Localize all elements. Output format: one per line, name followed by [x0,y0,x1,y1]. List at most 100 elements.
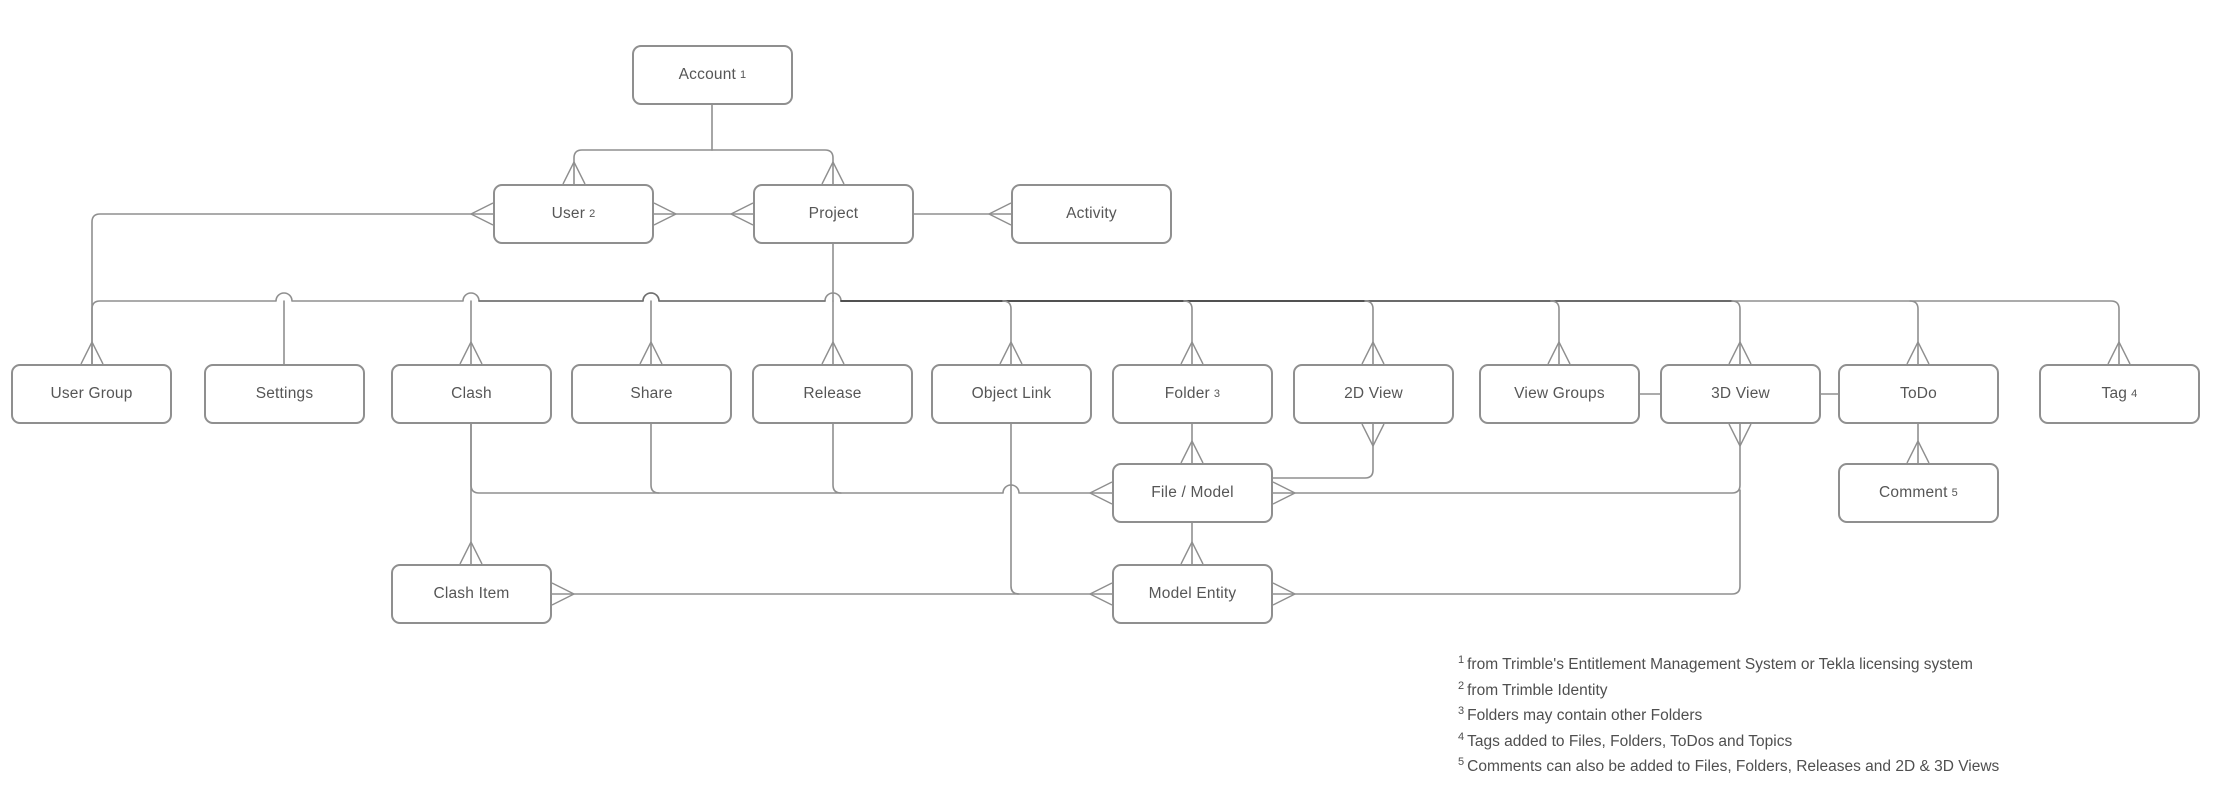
edge-project-todo [1909,300,1919,365]
crowfoot-icon [1728,341,1752,365]
footnote-marker: 5 [1458,756,1465,769]
edge-project-objectlink [1002,300,1012,365]
node-3d-view[interactable]: 3D View [1660,364,1821,424]
node-label: Activity [1066,205,1117,222]
node-label: Clash [451,385,492,402]
edge-filemodel-3dview [1272,423,1741,494]
node-clash[interactable]: Clash [391,364,552,424]
node-2d-view[interactable]: 2D View [1293,364,1454,424]
crowfoot-icon [821,161,845,185]
edge-objectlink-modelentity [1010,423,1020,595]
crowfoot-icon [1180,440,1204,464]
node-label: Model Entity [1148,585,1237,602]
node-label: Clash Item [433,585,510,602]
node-share[interactable]: Share [571,364,732,424]
node-release[interactable]: Release [752,364,913,424]
edge-account-project [711,149,834,185]
node-label: File / Model [1151,484,1234,501]
node-user-group[interactable]: User Group [11,364,172,424]
node-label: Object Link [971,385,1052,402]
crowfoot-icon [821,341,845,365]
edge-project-bus [91,292,2120,365]
edge-user-usergroup [91,213,494,365]
footnote-text: from Trimble Identity [1467,681,1608,699]
edge-project-2dview [1364,300,1374,365]
edge-release-filemodel [832,423,842,494]
edge-clash-filemodel [470,423,1113,494]
node-label: Folder [1164,385,1210,402]
crowfoot-icon [1547,341,1571,365]
edge-bus-overlap-left [478,292,826,302]
crowfoot-icon [639,341,663,365]
edge-share-filemodel [650,423,660,494]
footnote-marker: 3 [1458,705,1465,718]
crowfoot-icon [2107,341,2131,365]
node-settings[interactable]: Settings [204,364,365,424]
node-label: Share [630,385,673,402]
edge-project-viewgroups [1550,300,1560,365]
footnote-text: Tags added to Files, Folders, ToDos and … [1467,732,1793,750]
crowfoot-icon [1272,481,1296,505]
node-activity[interactable]: Activity [1011,184,1172,244]
crowfoot-icon [459,341,483,365]
node-label: Comment [1879,484,1948,501]
node-label: Project [808,205,859,222]
crowfoot-icon [999,341,1023,365]
crowfoot-layer [80,161,2131,606]
footnote-text: Folders may contain other Folders [1467,707,1703,725]
edge-project-3dview [1731,300,1741,365]
crowfoot-icon [1180,541,1204,565]
node-label: Settings [255,385,314,402]
crowfoot-icon [1728,423,1752,447]
node-label: User [551,205,586,222]
crowfoot-icon [988,202,1012,226]
node-label: ToDo [1900,385,1937,402]
crowfoot-icon [459,541,483,565]
node-clash-item[interactable]: Clash Item [391,564,552,624]
footnote-marker: 1 [1458,654,1465,666]
crowfoot-icon [470,202,494,226]
node-label: Release [803,385,862,402]
node-object-link[interactable]: Object Link [931,364,1092,424]
crowfoot-icon [1089,481,1113,505]
node-label: View Groups [1514,385,1605,402]
crowfoot-icon [1906,341,1930,365]
footnote-marker: 4 [1458,730,1465,743]
crowfoot-icon [562,161,586,185]
node-label: User Group [50,385,133,402]
footnote-text: from Trimble's Entitlement Management Sy… [1467,656,1973,674]
node-label: Account [678,66,737,83]
node-label: Tag [2101,385,2128,402]
footnote-marker: 2 [1458,679,1465,692]
node-project[interactable]: Project [753,184,914,244]
node-todo[interactable]: ToDo [1838,364,1999,424]
edge-filemodel-2dview [1272,423,1374,479]
node-file-model[interactable]: File / Model [1112,463,1273,523]
crowfoot-icon [1906,440,1930,464]
footnote-text: Comments can also be added to Files, Fol… [1467,758,2000,776]
crowfoot-icon [1089,582,1113,606]
crowfoot-icon [551,582,575,606]
crowfoot-icon [1361,423,1385,447]
node-model-entity[interactable]: Model Entity [1112,564,1273,624]
crowfoot-icon [1180,341,1204,365]
edge-modelentity-3dview [1272,489,1741,595]
node-label: 2D View [1344,385,1403,402]
node-view-groups[interactable]: View Groups [1479,364,1640,424]
crowfoot-icon [1272,582,1296,606]
edge-account-user [573,149,713,185]
crowfoot-icon [80,341,104,365]
